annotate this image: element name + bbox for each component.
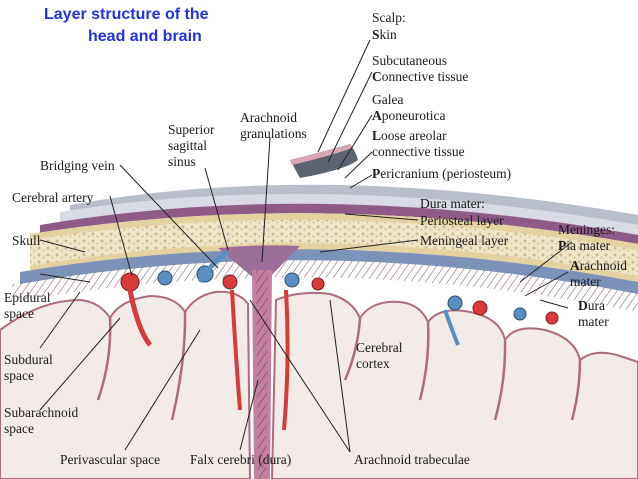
figure-title-2: head and brain [88, 27, 202, 47]
label-dura: Dura [578, 298, 605, 313]
label-dura-mater-2: mater [578, 314, 609, 329]
label-galea: Galea [372, 92, 404, 107]
vessels [120, 249, 559, 431]
subcutaneous-band [60, 193, 638, 236]
leader-lines [39, 39, 573, 453]
label-arachnoid-trabeculae: Arachnoid trabeculae [354, 452, 470, 467]
scalp-skin-layer [290, 144, 358, 178]
sulcus [493, 339, 507, 421]
label-epidural: Epidural [4, 290, 51, 305]
periosteum-band [40, 203, 638, 244]
label-loose-connective: connective tissue [372, 144, 465, 159]
brain-left-hemisphere [0, 290, 252, 479]
label-arachnoid: Arachnoid [570, 258, 627, 273]
sulcus [96, 317, 112, 401]
title-line-2: head and brain [88, 28, 202, 45]
label-skin: Skin [372, 27, 397, 42]
label-connective-tissue: Connective tissue [372, 69, 469, 84]
sulcus [170, 311, 187, 421]
sulcus [343, 317, 362, 381]
label-skull: Skull [12, 233, 41, 248]
label-meninges: Meninges: [558, 222, 615, 237]
title-line-1: Layer structure of the [44, 6, 209, 23]
skull-inner-table [30, 243, 638, 282]
label-subcutaneous: Subcutaneous [372, 53, 447, 68]
label-cerebral: Cerebral [356, 340, 403, 355]
dura-band [20, 249, 638, 294]
sulcus [570, 359, 582, 421]
label-sagittal: sagittal [168, 138, 207, 153]
label-periosteal-layer: Periosteal layer [420, 213, 504, 228]
label-subdural-space: space [4, 368, 34, 383]
label-cerebral-cortex: cortex [356, 356, 390, 371]
figure-title: Layer structure of the [44, 5, 208, 25]
label-falx-cerebri: Falx cerebri (dura) [190, 452, 292, 467]
label-scalp: Scalp: [372, 10, 406, 25]
label-subarachnoid: Subarachnoid [4, 405, 79, 420]
label-pericranium: Pericranium (periosteum) [372, 166, 512, 181]
label-dura-mater: Dura mater: [420, 196, 485, 211]
label-arachnoid-granulations-2: granulations [240, 126, 307, 141]
label-subarachnoid-space: space [4, 421, 34, 436]
skull-outer-table [30, 213, 638, 250]
label-meningeal-layer: Meningeal layer [420, 233, 509, 248]
label-sinus: sinus [168, 154, 196, 169]
sulcus [418, 321, 430, 401]
label-aponeurotica: Aponeurotica [372, 108, 446, 123]
label-bridging-vein: Bridging vein [40, 158, 115, 173]
label-epidural-space: space [4, 306, 34, 321]
label-pia-mater: Pia mater [558, 238, 611, 253]
superior-sagittal-sinus [218, 245, 300, 285]
scalp-pink-edge [290, 144, 352, 165]
label-loose-areolar: Loose areolar [372, 128, 447, 143]
label-perivascular-space: Perivascular space [60, 452, 161, 467]
falx-hatch [256, 270, 268, 479]
label-arachnoid-granulations-1: Arachnoid [240, 110, 297, 125]
label-subdural: Subdural [4, 352, 53, 367]
label-superior: Superior [168, 122, 215, 137]
label-arachnoid-mater: mater [570, 274, 601, 289]
label-cerebral-artery: Cerebral artery [12, 190, 94, 205]
